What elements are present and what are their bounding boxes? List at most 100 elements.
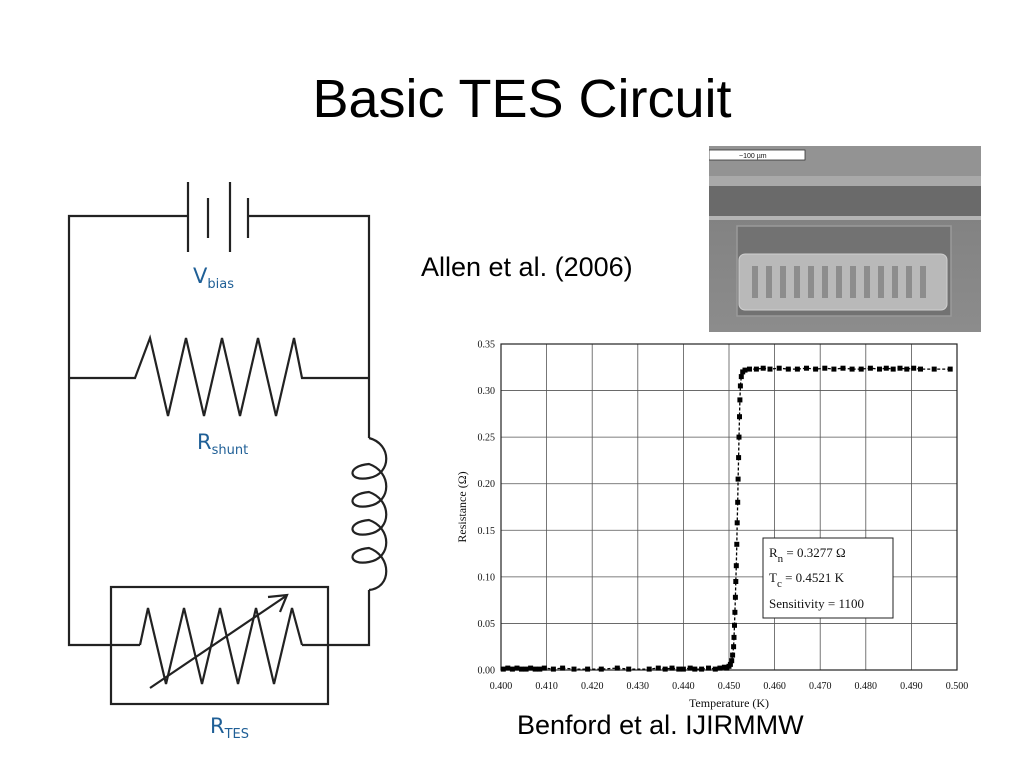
rtes-label: RTES — [210, 714, 250, 742]
legend-line-sensitivity: Sensitivity = 1100 — [769, 596, 864, 611]
data-point — [776, 365, 782, 371]
data-point — [747, 366, 752, 372]
x-tick-label: 0.460 — [763, 681, 786, 692]
data-point — [532, 666, 538, 672]
allen-caption: Allen et al. (2006) — [421, 252, 633, 282]
data-point — [735, 499, 741, 505]
sem-micrograph-image: ~100 µm — [709, 146, 981, 332]
benford-caption: Benford et al. IJIRMMW — [517, 710, 804, 740]
chart-plot-frame — [500, 343, 958, 671]
y-tick-label: 0.15 — [478, 526, 496, 537]
variable-arrowhead — [267, 593, 289, 613]
scale-bar-label: ~100 µm — [739, 153, 767, 160]
data-point — [571, 666, 577, 672]
data-point — [736, 455, 742, 461]
data-point — [877, 366, 882, 372]
y-tick-label: 0.30 — [478, 386, 496, 397]
x-tick-label: 0.470 — [809, 681, 832, 692]
x-tick-label: 0.410 — [535, 681, 558, 692]
data-point — [537, 666, 543, 672]
circuit-wire-right-bottom — [302, 590, 371, 647]
chart-legend-box: Rn = 0.3277 Ω Tc = 0.4521 K Sensitivity … — [762, 537, 894, 619]
x-tick-label: 0.450 — [718, 681, 741, 692]
rshunt-label: Rshunt — [197, 430, 249, 458]
data-point — [626, 666, 632, 672]
data-point — [753, 366, 759, 372]
data-point — [737, 383, 743, 389]
data-point — [676, 666, 682, 672]
data-point — [731, 644, 737, 650]
data-point — [724, 665, 730, 671]
data-point — [831, 366, 837, 372]
data-point — [733, 563, 739, 569]
data-point — [706, 665, 711, 671]
y-tick-label: 0.20 — [478, 479, 496, 490]
data-point — [732, 622, 737, 628]
vbias-label: Vbias — [193, 264, 234, 292]
y-tick-label: 0.10 — [478, 572, 496, 583]
data-point — [528, 665, 534, 671]
data-point — [840, 365, 846, 371]
slide-title: Basic TES Circuit — [312, 69, 732, 129]
data-point — [767, 366, 773, 372]
data-point — [712, 666, 718, 672]
chart-y-axis-label: Resistance (Ω) — [455, 471, 469, 542]
data-point — [505, 665, 511, 671]
x-tick-label: 0.440 — [672, 681, 695, 692]
chart-data-points — [500, 365, 953, 672]
inductor-coil — [351, 436, 388, 592]
data-point — [662, 666, 668, 672]
data-point — [680, 666, 686, 672]
data-point — [911, 365, 917, 371]
legend-line-tc: Tc = 0.4521 K — [769, 570, 845, 590]
data-point — [731, 634, 737, 640]
data-point — [519, 666, 524, 672]
data-point — [614, 665, 620, 671]
data-point — [794, 366, 800, 372]
data-point — [822, 365, 828, 371]
data-point — [890, 366, 896, 372]
data-point — [550, 666, 556, 672]
x-tick-label: 0.500 — [946, 681, 969, 692]
y-tick-label: 0.35 — [478, 340, 496, 351]
data-point — [732, 609, 738, 615]
data-point — [541, 665, 547, 671]
chart-y-tick-labels: 0.000.050.100.150.200.250.300.35 — [478, 340, 496, 677]
y-tick-label: 0.25 — [478, 433, 496, 444]
data-point — [734, 541, 740, 547]
data-point — [742, 367, 748, 373]
data-point — [721, 664, 727, 670]
x-tick-label: 0.400 — [490, 681, 513, 692]
data-point — [904, 366, 910, 372]
data-point — [867, 365, 873, 371]
series-line — [503, 367, 951, 670]
data-point — [669, 665, 675, 671]
data-point — [717, 665, 723, 671]
data-point — [733, 579, 739, 584]
data-point — [730, 652, 736, 658]
x-tick-label: 0.480 — [855, 681, 878, 692]
data-point — [727, 661, 733, 667]
circuit-wire-top — [67, 214, 188, 647]
data-point — [804, 365, 809, 371]
circuit-wire-top-right — [248, 214, 371, 438]
data-point — [737, 414, 742, 420]
tes-resistor — [138, 607, 304, 685]
x-tick-label: 0.490 — [900, 681, 923, 692]
data-point — [692, 666, 698, 672]
tes-box — [109, 585, 330, 706]
data-point — [687, 665, 693, 671]
x-tick-label: 0.420 — [581, 681, 604, 692]
y-tick-label: 0.05 — [478, 619, 496, 630]
data-point — [729, 658, 735, 664]
chart-x-axis-label: Temperature (K) — [689, 696, 769, 710]
data-point — [514, 665, 520, 671]
legend-frame — [762, 537, 894, 619]
chart-grid — [500, 343, 958, 671]
data-point — [726, 663, 732, 669]
data-point — [699, 666, 705, 672]
data-point — [931, 366, 937, 372]
data-point — [734, 520, 740, 526]
data-point — [849, 366, 855, 372]
